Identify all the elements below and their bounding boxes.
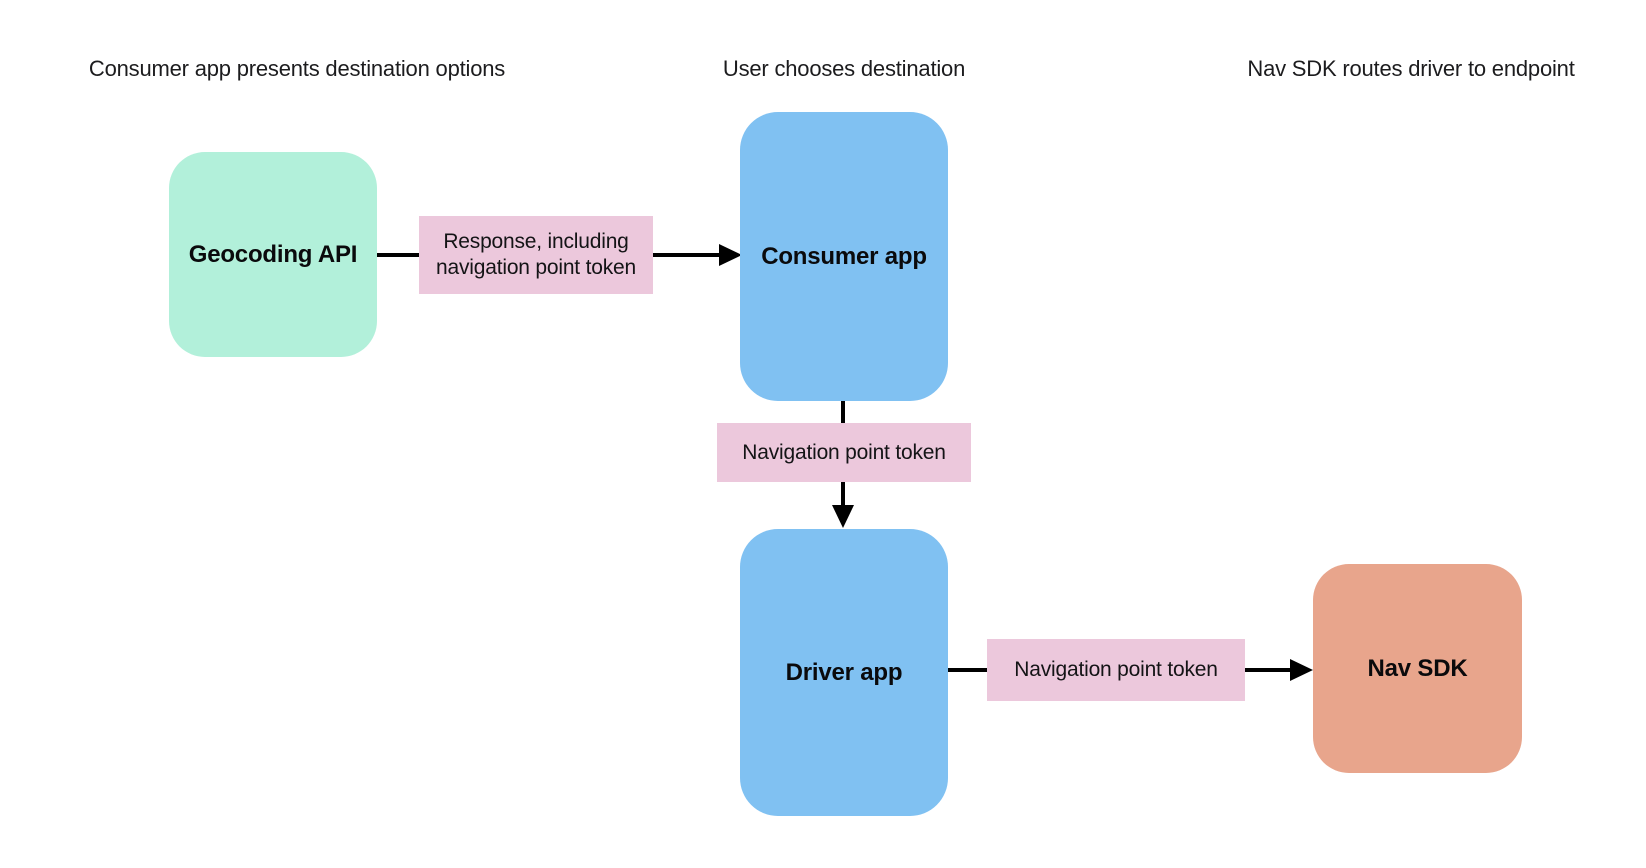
edge-label-text: Navigation point token (742, 440, 946, 464)
arrowhead-down-icon (832, 505, 854, 528)
edge-label-navigation-point-token-2: Navigation point token (987, 639, 1245, 701)
node-label-nav-sdk: Nav SDK (1367, 654, 1468, 682)
lane-header-consumer-presents-options: Consumer app presents destination option… (88, 56, 506, 81)
edge-label-response-including-token: Response, including navigation point tok… (419, 216, 653, 294)
node-driver-app: Driver app (740, 529, 948, 816)
node-nav-sdk: Nav SDK (1313, 564, 1522, 773)
node-geocoding-api: Geocoding API (169, 152, 377, 357)
edge-label-text: Navigation point token (1014, 658, 1218, 681)
node-label-geocoding-api: Geocoding API (188, 240, 358, 268)
node-consumer-app: Consumer app (740, 112, 948, 401)
lane-header-navsdk-routes-driver: Nav SDK routes driver to endpoint (1247, 56, 1575, 81)
edge-label-text: Response, including navigation point tok… (436, 230, 636, 279)
node-label-driver-app: Driver app (785, 658, 903, 686)
arrowhead-right-icon (719, 244, 742, 266)
edge-label-navigation-point-token-1: Navigation point token (717, 423, 971, 482)
node-label-consumer-app: Consumer app (761, 242, 927, 270)
arrowhead-right-icon (1290, 659, 1313, 681)
lane-header-user-chooses-destination: User chooses destination (722, 56, 966, 81)
